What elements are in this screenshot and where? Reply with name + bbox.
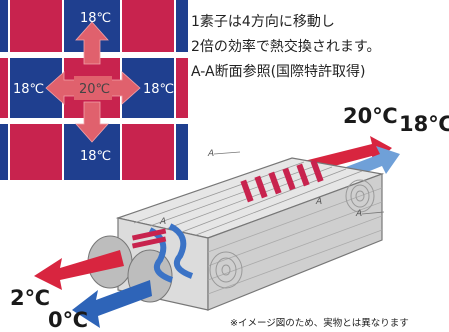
- arrow-up-icon: [75, 21, 109, 65]
- label-top: 18℃: [80, 11, 111, 26]
- temp-outlet-warm: 20℃: [343, 104, 398, 128]
- description-line-1: 1素子は4方向に移動し: [191, 14, 335, 30]
- temp-inlet-0: 0℃: [48, 308, 89, 332]
- arrow-down-icon: [75, 101, 109, 143]
- internal-flow: [148, 223, 194, 283]
- section-mark-a3: A: [315, 197, 322, 207]
- label-right: 18℃: [143, 82, 174, 97]
- blue-intake-arrow: [72, 280, 152, 328]
- grid-cell: [0, 58, 8, 118]
- grid-cell: [122, 0, 174, 52]
- section-mark-a4: A: [159, 217, 166, 227]
- end-cap-right: [345, 179, 375, 213]
- section-lines: [213, 151, 385, 215]
- description: 1素子は4方向に移動し 2倍の効率で熱交換されます。 A-A断面参照(国際特許取…: [191, 10, 381, 85]
- label-bottom: 18℃: [80, 149, 111, 164]
- grid-cell: [122, 124, 174, 180]
- grid-cell: [176, 58, 188, 118]
- description-line-3: A-A断面参照(国際特許取得): [191, 64, 366, 80]
- temp-outlet-cool: 18℃: [399, 112, 449, 136]
- end-cap-left: [209, 251, 243, 289]
- grid-cell: [176, 0, 188, 52]
- internal-red-flow: [131, 228, 167, 249]
- grid-cell: [10, 124, 62, 180]
- grid-cell: [10, 0, 62, 52]
- heat-exchange-grid: 18℃ 18℃ 20℃ 18℃ 18℃: [0, 0, 188, 180]
- exchanger-side-face: [207, 173, 383, 311]
- arrow-hub: [74, 76, 112, 100]
- description-line-2: 2倍の効率で熱交換されます。: [191, 39, 381, 55]
- section-mark-a1: A: [207, 149, 214, 159]
- disclaimer-note: ※イメージ図のため、実物とは異なります: [230, 318, 409, 329]
- grid-cell: [176, 124, 188, 180]
- temp-inlet-2: 2℃: [10, 286, 51, 310]
- label-left: 18℃: [13, 82, 44, 97]
- grid-cell: [0, 124, 8, 180]
- exchange-element: [240, 159, 324, 203]
- side-stripes: [207, 187, 383, 295]
- red-exhaust-arrow: [34, 250, 124, 290]
- section-mark-a2: A: [355, 209, 362, 219]
- grid-cell: [0, 0, 8, 52]
- label-center: 20℃: [79, 82, 110, 97]
- heat-exchanger-illustration: A A A A: [34, 136, 400, 328]
- four-direction-arrows: [45, 21, 141, 143]
